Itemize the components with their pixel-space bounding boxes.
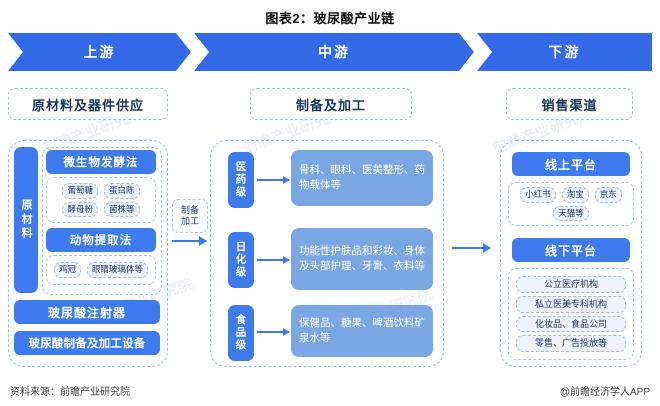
credit-text: @前瞻经济学人APP xyxy=(559,387,650,398)
header-upstream: 原材料及器件供应 xyxy=(8,88,168,120)
stage-downstream[interactable]: 下游 xyxy=(477,33,652,71)
content-food: 保健品、糖果、啤酒饮料矿泉水等 xyxy=(291,305,433,357)
list-item: 私立医美专科机构 xyxy=(516,295,626,313)
arrow-grade-medical xyxy=(257,176,290,183)
stage-upstream[interactable]: 上游 xyxy=(8,33,191,71)
list-item: 眼睛玻璃体等 xyxy=(87,262,149,278)
list-item: 天猫等 xyxy=(553,205,589,221)
list-item: 化妆品、食品公司 xyxy=(516,315,626,333)
arrow-midstream-to-downstream xyxy=(452,243,491,253)
grade-food[interactable]: 食品级 xyxy=(228,305,254,361)
source-text: 资料来源：前瞻产业研究院 xyxy=(10,387,130,398)
stage-midstream[interactable]: 中游 xyxy=(194,33,474,71)
content-medical: 骨科、眼科、医美整形、药物载体等 xyxy=(291,150,433,206)
connector-label: 制备 加工 xyxy=(172,199,208,233)
device-production-equipment[interactable]: 玻尿酸制备及加工设备 xyxy=(14,331,160,355)
connector-line-2: 加工 xyxy=(180,216,199,226)
method-animal-extraction[interactable]: 动物提取法 xyxy=(46,228,156,252)
arrow-upstream-to-midstream xyxy=(172,236,207,246)
online-items: 小红书 淘宝 京东 天猫等 xyxy=(508,182,634,226)
list-item: 京东 xyxy=(594,187,622,203)
header-downstream: 销售渠道 xyxy=(506,88,633,120)
grade-medical[interactable]: 医药级 xyxy=(228,152,254,208)
list-item: 零售、广告投放等 xyxy=(516,335,626,353)
header-midstream: 制备及加工 xyxy=(250,88,412,120)
list-item: 鸡冠 xyxy=(53,262,81,278)
stage-banner: 上游 中游 下游 xyxy=(8,33,652,71)
list-item: 酵母粉 xyxy=(62,201,98,217)
raw-material-group xyxy=(42,147,162,295)
arrow-grade-food xyxy=(257,328,290,335)
device-injector[interactable]: 玻尿酸注射器 xyxy=(14,300,160,324)
animal-items: 鸡冠 眼睛玻璃体等 xyxy=(46,255,156,285)
content-daily-chemical: 功能性护肤品和彩妆、身体及头部护理、牙膏、衣料等 xyxy=(291,228,433,290)
channel-online[interactable]: 线上平台 xyxy=(512,152,630,176)
offline-items: 公立医疗机构 私立医美专科机构 化妆品、食品公司 零售、广告投放等 xyxy=(508,268,634,360)
raw-material-label: 原材料 xyxy=(14,147,38,293)
grade-daily-chemical[interactable]: 日化级 xyxy=(228,232,254,288)
channel-offline[interactable]: 线下平台 xyxy=(512,238,630,262)
list-item: 小红书 xyxy=(520,187,556,203)
arrow-grade-daily-chemical xyxy=(257,256,290,263)
list-item: 菌株等 xyxy=(104,201,140,217)
page-title: 图表2：玻尿酸产业链 xyxy=(265,11,395,26)
microbial-items: 葡萄糖 蛋白陈 酵母粉 菌株等 xyxy=(46,177,156,223)
list-item: 葡萄糖 xyxy=(62,183,98,199)
list-item: 蛋白陈 xyxy=(104,183,140,199)
list-item: 淘宝 xyxy=(561,187,589,203)
connector-line-1: 制备 xyxy=(180,204,199,215)
footer: 资料来源：前瞻产业研究院 @前瞻经济学人APP xyxy=(0,383,660,398)
method-microbial-fermentation[interactable]: 微生物发酵法 xyxy=(46,150,156,174)
list-item: 公立医疗机构 xyxy=(516,275,626,293)
